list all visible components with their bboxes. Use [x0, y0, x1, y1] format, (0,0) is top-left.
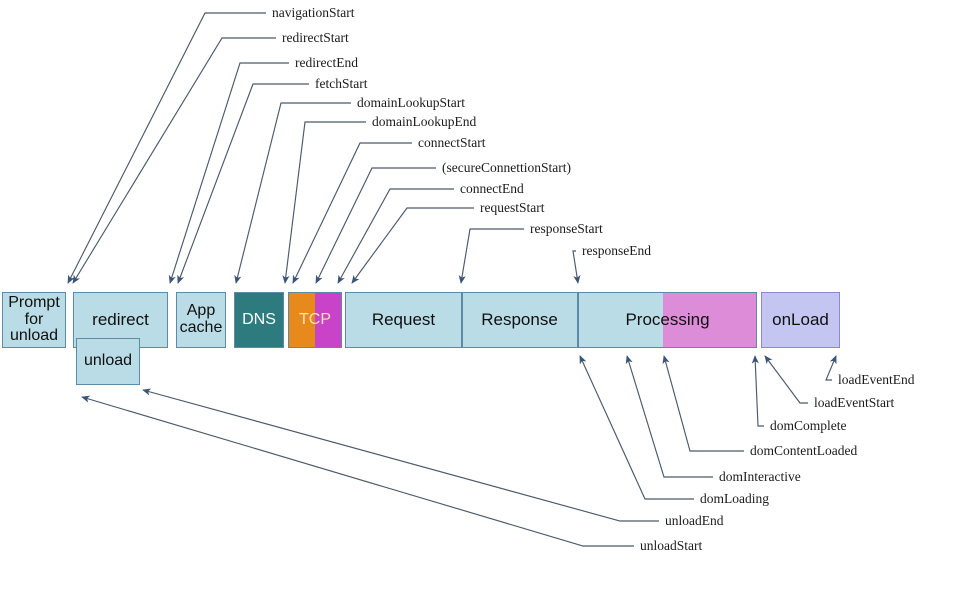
event-label-domLoading: domLoading [700, 491, 769, 506]
leader-line-loadEventEnd [825, 355, 837, 381]
leader-line-domainLookupStart [234, 102, 351, 284]
phase-label-app-cache: App cache [179, 302, 223, 336]
leader-line-domLoading [579, 355, 694, 500]
event-label-redirectStart: redirectStart [282, 30, 349, 45]
event-label-domComplete: domComplete [770, 418, 847, 433]
event-label-redirectEnd: redirectEnd [295, 55, 358, 70]
phase-label-unload: unload [83, 352, 133, 370]
event-label-domainLookupEnd: domainLookupEnd [372, 114, 477, 129]
phase-box-response: Response [461, 292, 578, 348]
phase-label-prompt-for-unload: Prompt for unload [8, 293, 60, 345]
leader-line-requestStart [351, 207, 474, 284]
event-label-responseStart: responseStart [530, 221, 603, 236]
leader-line-fetchStart [177, 83, 309, 284]
event-label-unloadStart: unloadStart [640, 538, 703, 553]
tcp-secure-segment [315, 293, 341, 347]
leader-line-domComplete [751, 355, 764, 427]
leader-line-domainLookupEnd [282, 121, 366, 284]
phase-box-prompt-for-unload: Prompt for unload [2, 292, 66, 348]
event-label-secureConnectionStart: (secureConnettionStart) [442, 160, 571, 175]
request-response-divider [461, 292, 463, 348]
event-label-connectStart: connectStart [418, 135, 486, 150]
leader-line-unloadStart [81, 395, 634, 547]
event-label-fetchStart: fetchStart [315, 76, 368, 91]
event-label-loadEventStart: loadEventStart [814, 395, 895, 410]
phase-box-processing: Processing [578, 292, 757, 348]
event-label-connectEnd: connectEnd [460, 181, 524, 196]
leader-line-unloadEnd [142, 388, 659, 522]
leader-line-domInteractive [625, 355, 713, 478]
phase-box-dns: DNS [234, 292, 284, 348]
phase-box-tcp: TCP [288, 292, 342, 348]
phase-label-processing: Processing [625, 309, 710, 329]
top-leader-lines [67, 12, 581, 284]
event-label-requestStart: requestStart [480, 200, 545, 215]
leader-line-domContentLoaded [662, 355, 744, 452]
phase-label-redirect: redirect [92, 309, 149, 329]
leader-line-redirectStart [72, 37, 276, 284]
event-label-domainLookupStart: domainLookupStart [357, 95, 465, 110]
phase-label-request: Request [371, 309, 436, 329]
event-label-responseEnd: responseEnd [582, 243, 651, 258]
processing-late-segment [663, 293, 756, 347]
phase-box-onload: onLoad [761, 292, 840, 348]
leader-line-navigationStart [67, 12, 266, 284]
event-label-loadEventEnd: loadEventEnd [838, 372, 915, 387]
leader-line-loadEventStart [764, 355, 808, 404]
leader-line-redirectEnd [168, 62, 289, 284]
event-label-domContentLoaded: domContentLoaded [750, 443, 858, 458]
phase-label-dns: DNS [242, 310, 276, 328]
phase-box-app-cache: App cache [176, 292, 226, 348]
phase-label-response: Response [481, 309, 558, 329]
event-label-domInteractive: domInteractive [719, 469, 801, 484]
phase-label-tcp: TCP [299, 310, 331, 328]
phase-box-request: Request [345, 292, 462, 348]
leader-line-responseStart [458, 228, 524, 284]
event-label-navigationStart: navigationStart [272, 5, 355, 20]
event-label-unloadEnd: unloadEnd [665, 513, 724, 528]
phase-label-onload: onLoad [772, 309, 829, 329]
leader-line-connectStart [292, 142, 412, 284]
leader-line-responseEnd [572, 250, 581, 284]
phase-box-unload: unload [76, 338, 140, 385]
leader-line-secureConnectionStart [315, 167, 436, 284]
leader-line-connectEnd [337, 188, 454, 284]
